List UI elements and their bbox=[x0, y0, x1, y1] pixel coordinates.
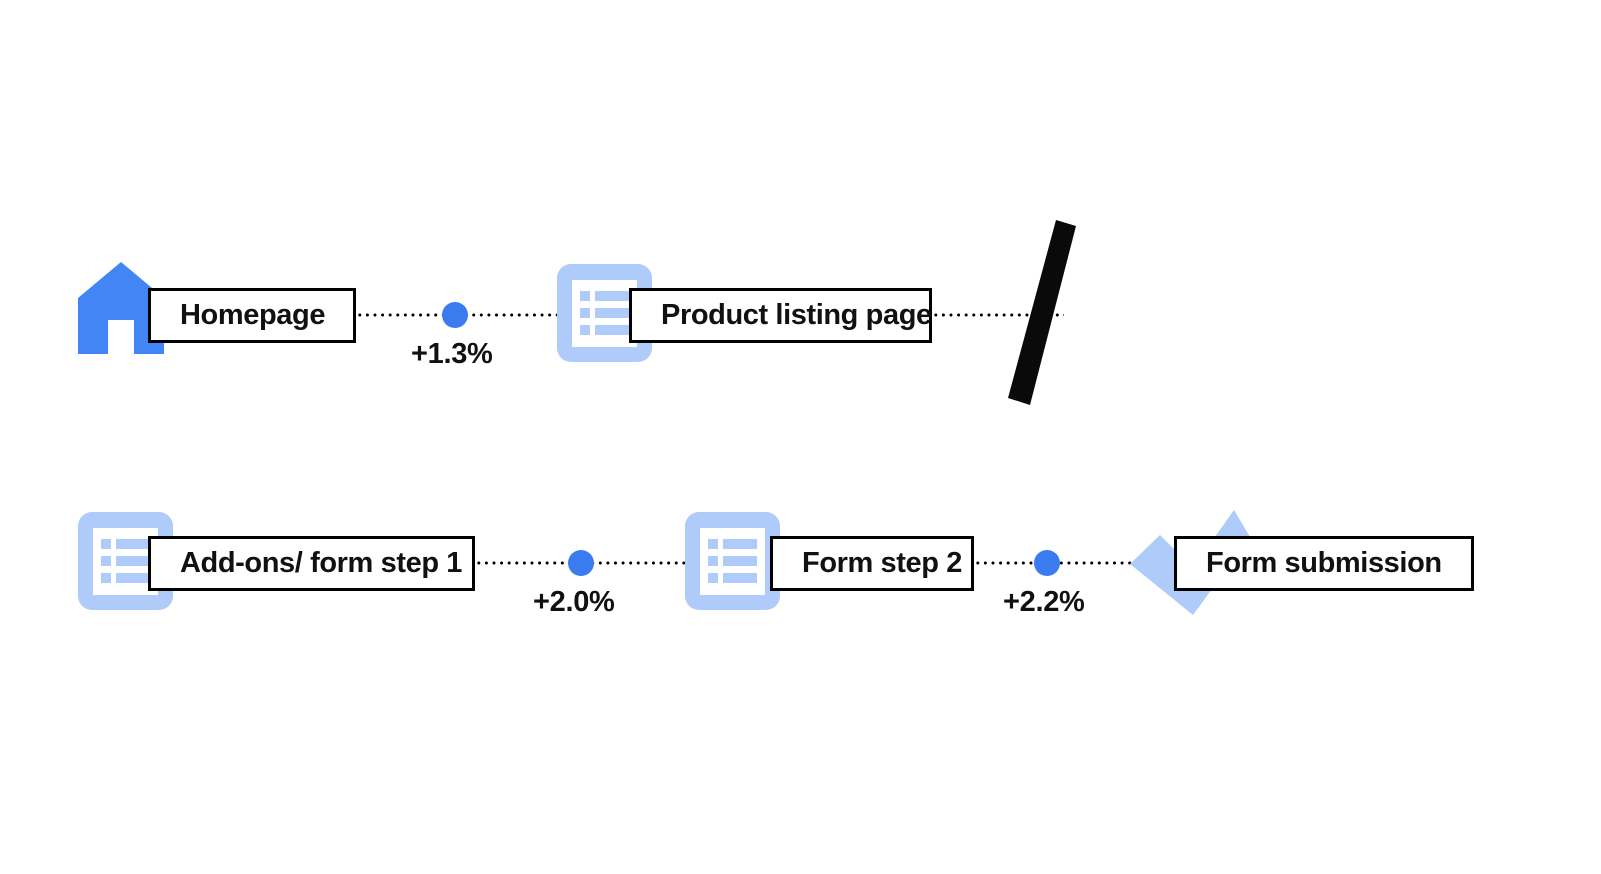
connector-plp-to-break bbox=[932, 313, 1064, 317]
slash-break-icon bbox=[1000, 220, 1090, 410]
list-document-icon bbox=[685, 512, 780, 610]
list-document-icon bbox=[557, 264, 652, 362]
node-form-step-2[interactable]: Form step 2 bbox=[770, 536, 974, 591]
lift-dot-2[interactable] bbox=[568, 550, 594, 576]
node-form-submission[interactable]: Form submission bbox=[1174, 536, 1474, 591]
home-icon bbox=[78, 262, 164, 354]
node-label: Product listing page bbox=[661, 299, 932, 331]
node-label: Form step 2 bbox=[802, 547, 962, 579]
node-label: Form submission bbox=[1206, 547, 1442, 579]
node-label: Add-ons/ form step 1 bbox=[180, 547, 463, 579]
lift-label-2: +2.0% bbox=[533, 586, 615, 618]
node-label: Homepage bbox=[180, 299, 326, 331]
lift-label-1: +1.3% bbox=[411, 338, 493, 370]
lift-label-3: +2.2% bbox=[1003, 586, 1085, 618]
node-add-ons-form-step-1[interactable]: Add-ons/ form step 1 bbox=[148, 536, 475, 591]
connector-formstep2-to-submission bbox=[974, 561, 1164, 565]
node-homepage[interactable]: Homepage bbox=[148, 288, 356, 343]
lift-dot-3[interactable] bbox=[1034, 550, 1060, 576]
node-product-listing-page[interactable]: Product listing page bbox=[629, 288, 932, 343]
lift-dot-1[interactable] bbox=[442, 302, 468, 328]
